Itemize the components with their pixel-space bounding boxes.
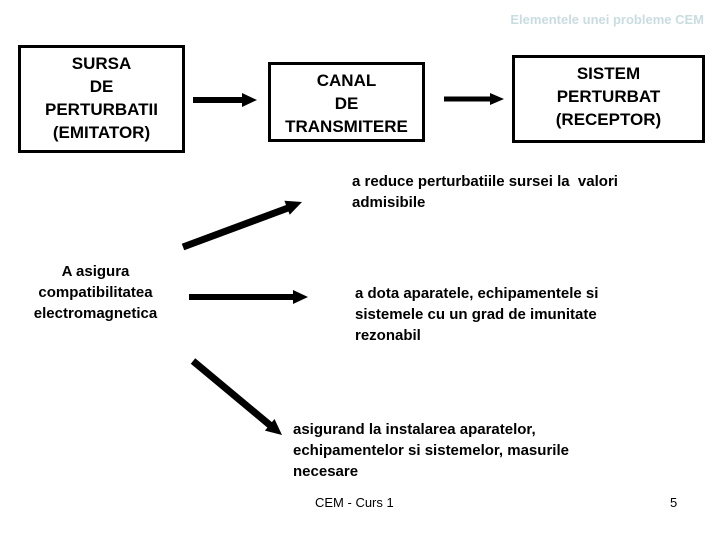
measure-instalare-text: asigurand la instalarea aparatelor, echi…: [293, 421, 569, 480]
arrow-right-icon-sursa-canal: [193, 93, 257, 107]
arrow-down-right-icon-goal-instalare: [190, 358, 282, 435]
goal-text: A asigura compatibilitatea electromagnet…: [33, 263, 158, 322]
arrow-right-icon-canal-sistem: [444, 93, 504, 105]
box-sursa-perturbatii: SURSA DE PERTURBATII (EMITATOR): [18, 45, 185, 153]
slide-title: Elementele unei probleme CEM: [510, 12, 704, 27]
box-sistem-perturbat: SISTEM PERTURBAT (RECEPTOR): [512, 55, 705, 143]
footer-course-label: CEM - Curs 1: [315, 495, 394, 510]
measure-imunitate-text: a dota aparatele, echipamentele si siste…: [355, 285, 599, 344]
footer-page-number: 5: [670, 495, 678, 510]
measure-reduce-text: a reduce perturbatiile sursei la valori …: [352, 173, 618, 211]
arrow-right-icon-goal-imunitate: [189, 290, 308, 304]
box-canal-transmitere: CANAL DE TRANSMITERE: [268, 62, 425, 142]
arrow-up-right-icon-goal-reduce: [181, 200, 302, 251]
